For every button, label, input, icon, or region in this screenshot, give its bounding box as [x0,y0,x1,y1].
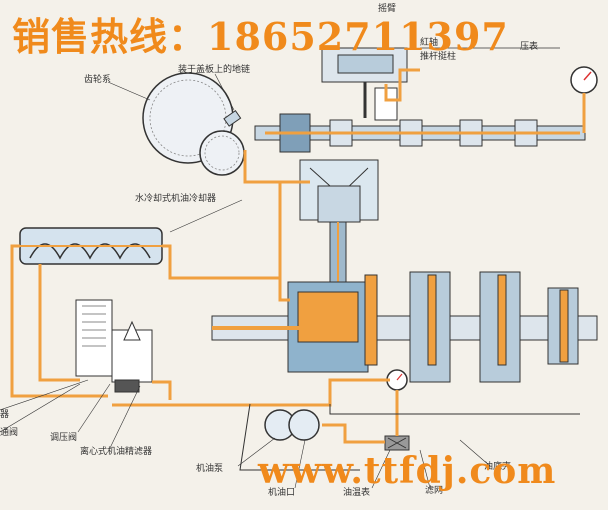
gear-train [142,72,245,176]
label-pushrod: 推杆挺柱 [420,52,457,62]
label-rocker-arm: 摇臂 [378,4,397,14]
hotline-watermark: 销售热线：18652711397 [12,14,509,59]
camshaft [254,113,586,153]
label-pressure-gauge-top: 压表 [520,42,539,52]
label-centrifugal-filter: 离心式机油精滤器 [80,447,153,457]
label-oil-temp-sensor: 油温表 [343,488,371,498]
oil-pan [239,403,580,471]
filters [75,299,153,393]
label-oil-strainer: 滤网 [425,486,444,496]
label-leaders [0,73,491,489]
rocker-assembly [321,47,560,121]
oil-pump [264,409,320,441]
crankshaft [211,271,598,383]
label-oil-pan: 油底壳 [484,462,512,472]
cylinder-piston [299,159,379,293]
label-drywall-pipe: 装于盖板上的地链 [178,65,251,75]
label-rocker-shaft: 紅轴 [420,38,439,48]
label-pressure-regulating-valve: 调压阀 [50,433,78,443]
label-bypass-valve: 通阀 [0,428,19,438]
oil-cooler [19,227,163,265]
oil-strainer [384,435,410,451]
website-watermark: www.ttfdj.com [258,450,557,492]
label-filter-element: 器 [0,410,10,420]
label-oil-pump: 机油泵 [196,464,224,474]
label-oil-inlet: 机油口 [268,488,296,498]
label-gear-train: 齿轮系 [84,75,112,85]
label-cooler: 水冷却式机油冷却器 [135,194,217,204]
oil-lines [10,150,399,444]
pressure-gauge-top [570,66,598,133]
